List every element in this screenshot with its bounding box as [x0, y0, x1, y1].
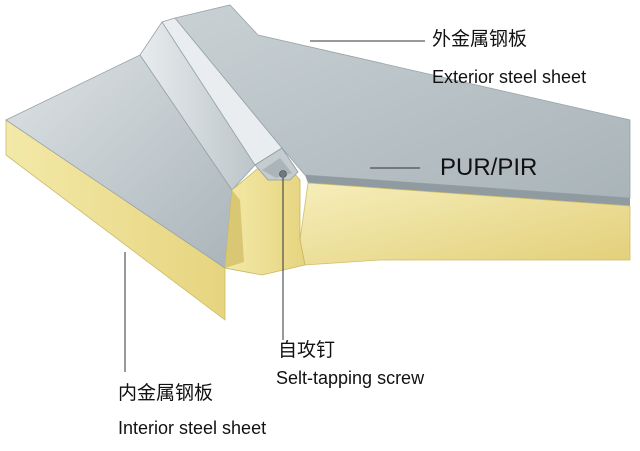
screw-head	[279, 170, 287, 178]
screw-label-en: Selt-tapping screw	[276, 368, 425, 388]
core-label: PUR/PIR	[440, 154, 538, 181]
interior-steel-label-cn: 内金属钢板	[118, 382, 214, 404]
right-panel-steel-edge	[305, 175, 630, 206]
interior-steel-label-en: Interior steel sheet	[118, 418, 267, 438]
right-panel-steel-top	[174, 4, 631, 199]
exterior-steel-label-en: Exterior steel sheet	[432, 67, 587, 87]
exterior-steel-label-cn: 外金属钢板	[432, 28, 528, 50]
joint-core-shadow	[225, 190, 244, 268]
screw-label-cn: 自攻钉	[278, 339, 336, 361]
